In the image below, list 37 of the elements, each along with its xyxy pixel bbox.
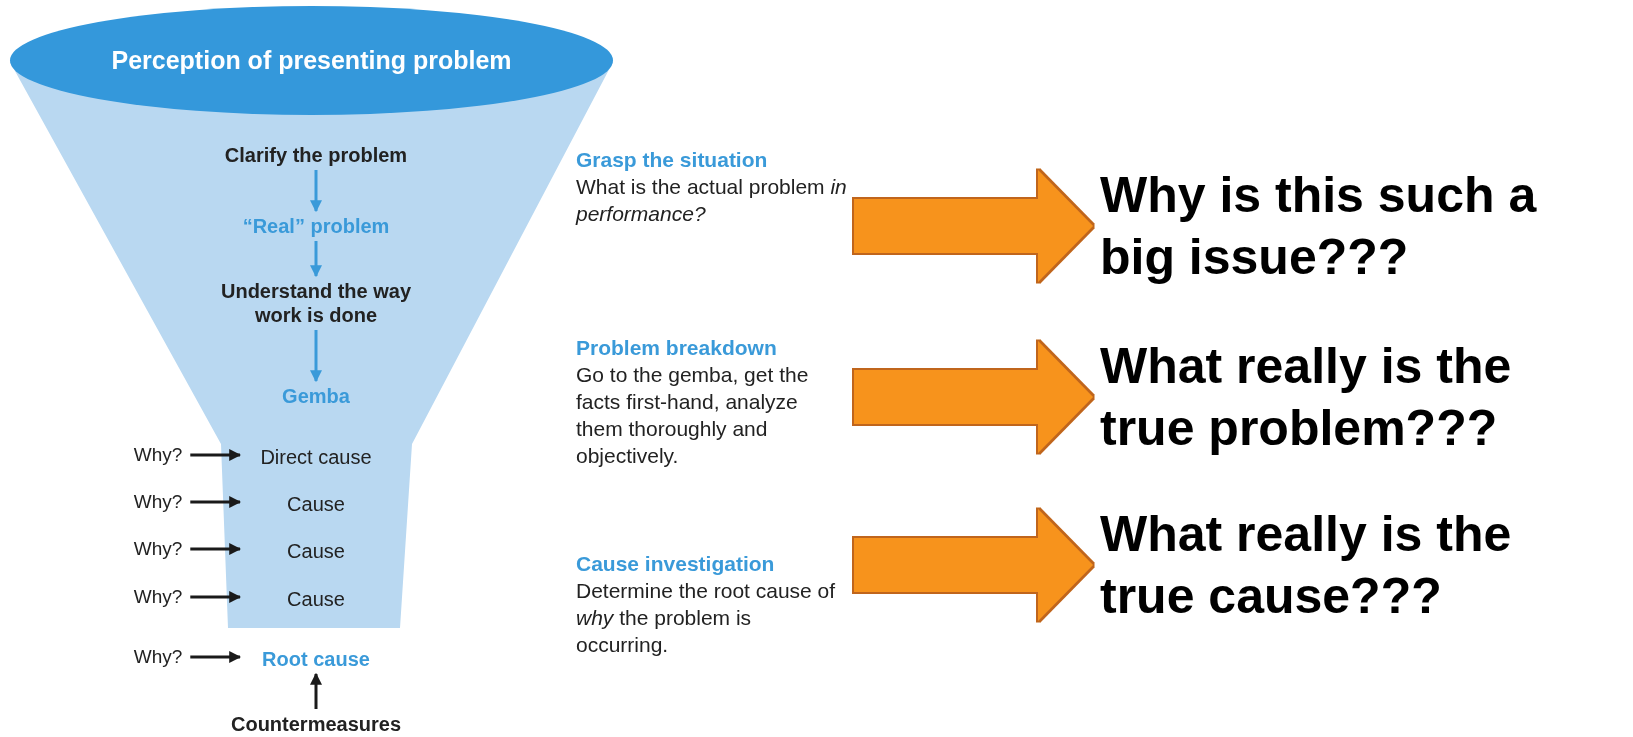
arrow <box>190 591 242 603</box>
section-description: Determine the root cause of why the problem is occurring. <box>576 578 837 658</box>
arrow <box>190 543 242 555</box>
arrow <box>190 651 242 663</box>
why-label: Why? <box>133 444 183 465</box>
cause-label: Cause <box>287 493 345 515</box>
section-heading: Cause investigation <box>576 551 776 577</box>
block-arrow <box>854 341 1093 453</box>
cause-label: Cause <box>287 588 345 610</box>
section-heading: Problem breakdown <box>576 335 778 361</box>
block-arrow <box>854 509 1093 621</box>
why-label: Why? <box>133 586 183 607</box>
section-description: Go to the gemba, get the facts first-hand, analyze them thoroughly and objectively. <box>576 362 810 469</box>
funnel-title: Perception of presenting problem <box>111 46 512 75</box>
question-text: Why is this such a big issue??? <box>1100 166 1538 287</box>
step-label: Clarify the problem <box>224 144 408 166</box>
step-label: “Real” problem <box>242 215 390 237</box>
why-label: Why? <box>133 646 183 667</box>
question-text: What really is the true problem??? <box>1100 337 1513 458</box>
step-label: Gemba <box>282 385 350 407</box>
block-arrow <box>854 170 1093 282</box>
step-label: Understand the way work is done <box>220 280 411 326</box>
cause-label: Direct cause <box>260 446 372 468</box>
section-heading: Grasp the situation <box>576 147 769 173</box>
countermeasures-label: Countermeasures <box>230 713 402 735</box>
why-label: Why? <box>133 491 183 512</box>
cause-label: Cause <box>287 540 345 562</box>
section-description: What is the actual problem in performance? <box>576 174 848 227</box>
arrow <box>310 170 322 213</box>
arrow <box>190 449 242 461</box>
question-text: What really is the true cause??? <box>1100 505 1513 626</box>
arrow <box>310 330 322 383</box>
root-cause-label: Root cause <box>262 648 370 670</box>
why-label: Why? <box>133 538 183 559</box>
arrow <box>190 496 242 508</box>
arrow <box>310 241 322 278</box>
arrow <box>310 672 322 709</box>
